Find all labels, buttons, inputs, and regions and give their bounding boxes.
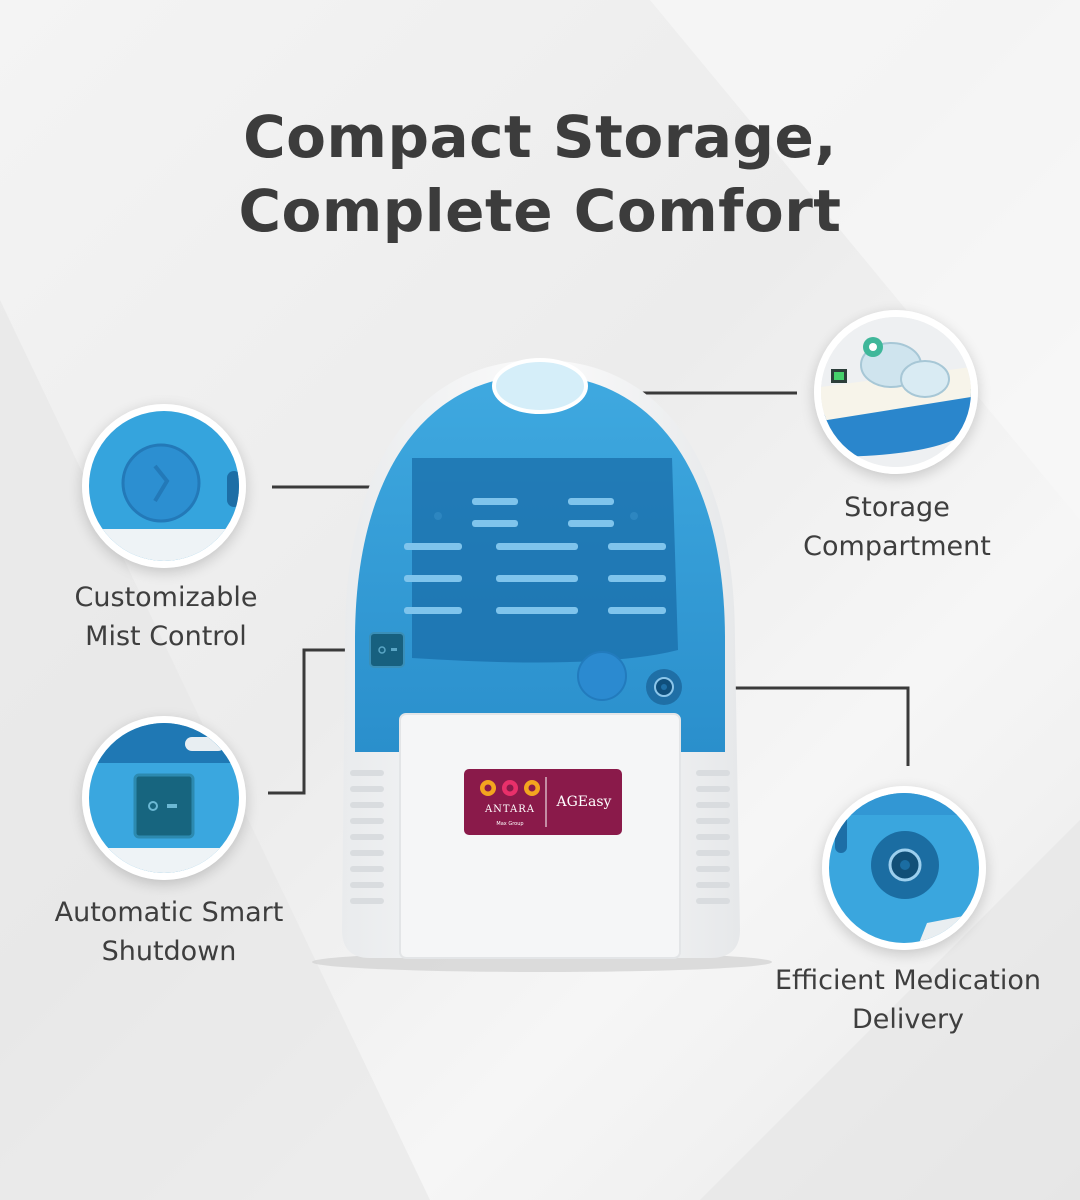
medication-label: Efficient Medication Delivery [756,961,1060,1039]
brand-ageasy: AGEasy [556,794,612,810]
title-line-2: Complete Comfort [238,177,842,245]
mist-knob-icon [89,411,239,561]
brand-badge: ANTARA Max Group AGEasy [464,769,622,835]
medication-label-line1: Efficient Medication [774,965,1042,996]
smart-shutdown-label-line1: Automatic Smart [54,897,284,928]
smart-shutdown-closeup [82,716,246,880]
storage-label-line2: Compartment [803,531,991,562]
storage-label: Storage Compartment [776,488,1018,566]
brand-antara: ANTARA [484,804,535,815]
mist-control-closeup [82,404,246,568]
mist-control-label-line1: Customizable [74,582,258,613]
air-outlet-icon [829,793,979,943]
power-switch-icon [89,723,239,873]
title-line-1: Compact Storage, [243,103,837,171]
smart-shutdown-label-line2: Shutdown [101,936,237,967]
storage-label-line1: Storage [844,492,950,523]
mist-control-label-line2: Mist Control [85,621,247,652]
medication-label-line2: Delivery [851,1004,965,1035]
nebulizer-device: ANTARA Max Group AGEasy [312,358,772,972]
smart-shutdown-label: Automatic Smart Shutdown [20,893,318,971]
medication-delivery-closeup [822,786,986,950]
page-title: Compact Storage, Complete Comfort [0,100,1080,248]
mist-control-label: Customizable Mist Control [30,578,302,656]
brand-max-group: Max Group [496,821,523,827]
storage-compartment-closeup [814,310,978,474]
storage-tray-icon [821,317,971,467]
